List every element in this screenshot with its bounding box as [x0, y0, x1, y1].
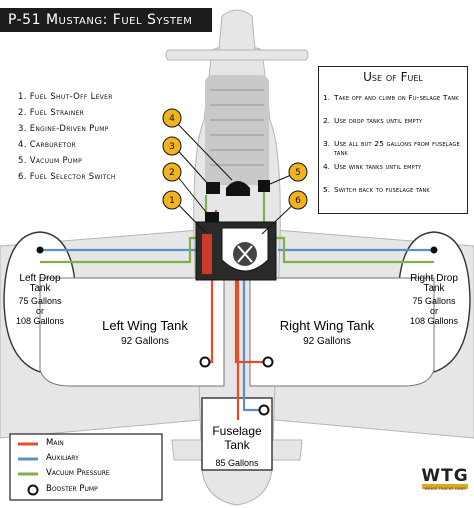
step-2-text: Use drop tanks until empty: [334, 116, 423, 125]
step-4-number: 4.: [323, 162, 331, 171]
step-5-number: 5.: [323, 185, 331, 194]
main-line-right: [234, 280, 268, 364]
step-1-text: Take off and climb on Fu-selage Tank: [334, 93, 459, 102]
left-drop-tank-or: or: [35, 306, 44, 316]
step-5-text: Switch back to fuselage tank: [334, 185, 430, 194]
right-drop-tank-name: Right Drop Tank: [410, 273, 458, 294]
step-3-number: 3.: [323, 139, 331, 148]
callout-4: [162, 108, 182, 128]
legend-booster-pump: Booster Pump: [46, 484, 98, 494]
left-drop-tank-name: Left Drop Tank: [19, 273, 61, 294]
right-wing-tank-capacity: 92 Gallons: [303, 336, 351, 347]
component-label-1: 1. Fuel Shut-Off Lever: [18, 92, 113, 102]
booster-pump-left: [199, 356, 211, 368]
fuselage-tank-name: Fuselage Tank: [212, 424, 262, 452]
callout-6-number: 6: [295, 196, 301, 206]
diagram-title: P-51 Mustang: Fuel System: [0, 8, 212, 32]
callout-1: [162, 190, 182, 210]
left-wing-tank-name: Left Wing Tank: [102, 318, 188, 333]
legend-vacuum: Vacuum Pressure: [46, 468, 110, 478]
vacuum-pump-block: [258, 180, 270, 192]
right-drop-tank-or: or: [429, 306, 438, 316]
left-drop-tank-cap2: 108 Gallons: [15, 316, 65, 326]
engine-pump-block: [206, 182, 220, 194]
booster-pump-fuselage: [258, 404, 270, 416]
left-wing-tank-shape: [39, 277, 225, 387]
callout-3: [162, 136, 182, 156]
component-label-5: 5. Vacuum Pump: [18, 156, 82, 166]
left-drop-tank-cap1: 75 Gallons: [18, 296, 62, 306]
step-4-text: Use wink tanks until empty: [334, 162, 422, 171]
component-label-2: 2. Fuel Strainer: [18, 108, 85, 118]
use-of-fuel-heading: Use of Fuel: [363, 70, 423, 84]
legend-main: Main: [46, 438, 64, 448]
fuselage-tank-capacity: 85 Gallons: [215, 458, 259, 468]
right-drop-tank-cap1: 75 Gallons: [412, 296, 456, 306]
engine-block: [205, 75, 269, 185]
callout-2: [162, 162, 182, 182]
callout-3-number: 3: [169, 142, 175, 152]
fuel-strainer-block: [205, 212, 219, 222]
callout-5-number: 5: [295, 168, 301, 178]
step-3-text: Use all but 25 gallons from fuselage tan…: [334, 139, 460, 157]
right-wing-tank-name: Right Wing Tank: [279, 318, 375, 333]
step-1-number: 1.: [323, 93, 331, 102]
use-of-fuel-box: [318, 66, 468, 214]
wtg-logo-subtitle: WINGS TRACKS GUNS: [424, 486, 466, 491]
callout-4-number: 4: [169, 114, 175, 124]
shutoff-lever-indicator: [202, 234, 212, 274]
component-label-6: 6. Fuel Selector Switch: [18, 172, 116, 182]
component-label-3: 3. Engine-Driven Pump: [18, 124, 109, 134]
component-label-4: 4. Carburetor: [18, 140, 76, 150]
right-drop-tank-cap2: 108 Gallons: [409, 316, 459, 326]
left-wing-tank-capacity: 92 Gallons: [121, 336, 169, 347]
legend-auxiliary: Auxiliary: [46, 453, 79, 463]
wtg-logo: WTG: [421, 466, 469, 486]
callout-1-number: 1: [169, 196, 175, 206]
booster-pump-right: [262, 356, 274, 368]
callout-6: [288, 190, 308, 210]
callout-5: [288, 162, 308, 182]
callout-2-number: 2: [169, 168, 175, 178]
step-2-number: 2.: [323, 116, 331, 125]
aux-line-fuselage: [242, 262, 262, 412]
right-wing-tank-shape: [249, 277, 435, 387]
carburetor-block: [226, 181, 250, 196]
